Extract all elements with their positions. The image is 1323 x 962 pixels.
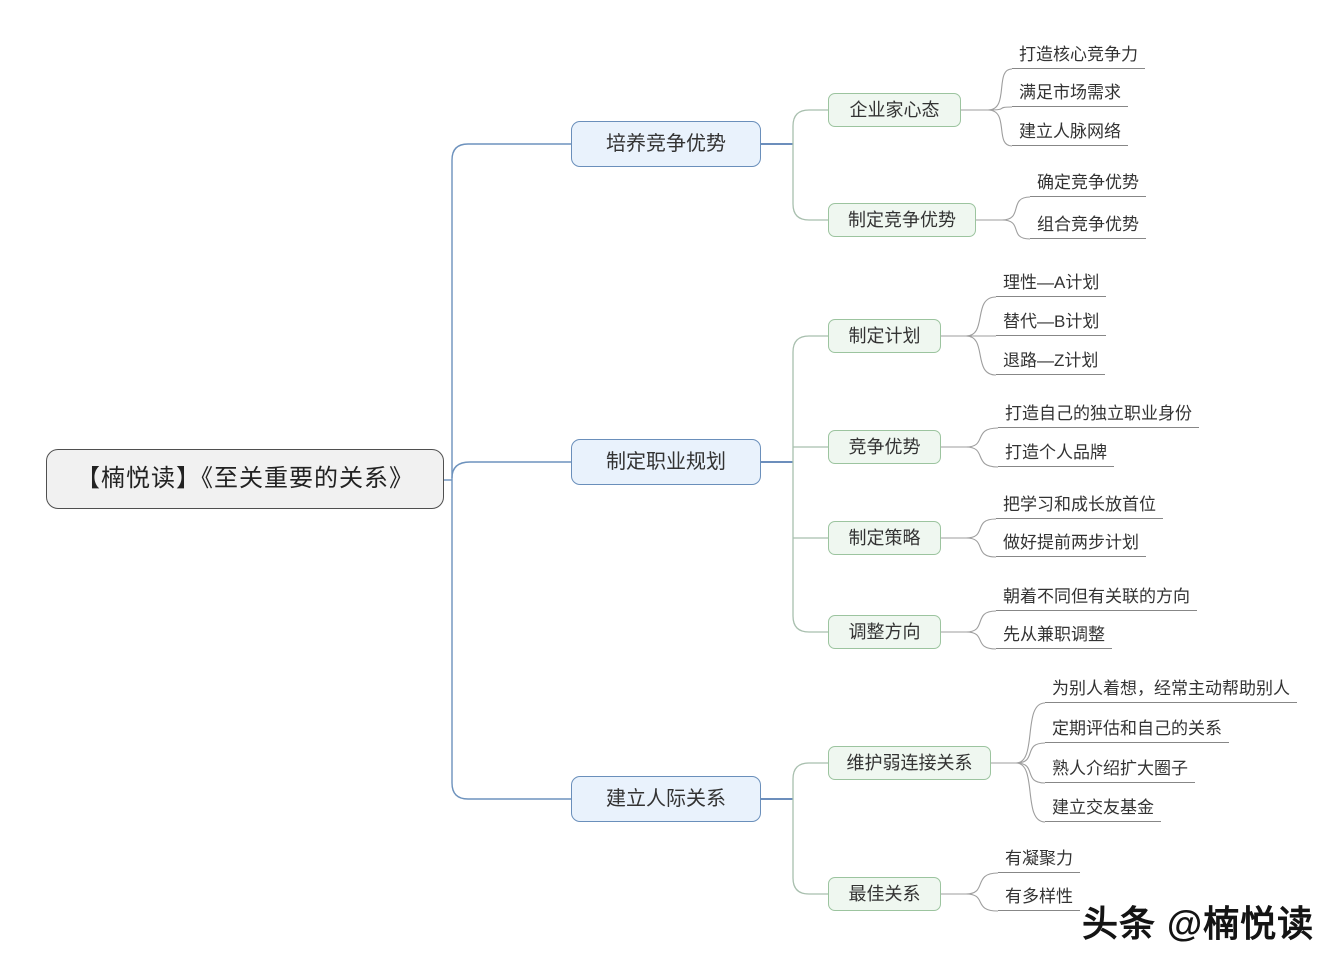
main-topic-stubs [761,143,793,800]
leaf-topic[interactable]: 建立人脉网络 [1012,121,1128,146]
leaf-topic[interactable]: 有多样性 [998,886,1080,911]
sub-topic-entrepreneur-mindset[interactable]: 企业家心态 [828,93,961,127]
sub-topic-make-plan[interactable]: 制定计划 [828,319,941,353]
level3-connectors [941,68,1046,912]
leaf-topic[interactable]: 替代—B计划 [996,311,1107,336]
leaf-topic[interactable]: 组合竞争优势 [1030,214,1146,239]
leaf-topic[interactable]: 定期评估和自己的关系 [1045,718,1229,743]
leaf-topic[interactable]: 先从兼职调整 [996,624,1112,649]
main-topic-relationships[interactable]: 建立人际关系 [571,776,761,822]
leaf-topic[interactable]: 为别人着想，经常主动帮助别人 [1045,678,1297,703]
leaf-topic[interactable]: 做好提前两步计划 [996,532,1146,557]
leaf-topic[interactable]: 退路—Z计划 [996,350,1106,375]
main-topic-cultivate-advantage[interactable]: 培养竞争优势 [571,121,761,167]
leaf-topic[interactable]: 满足市场需求 [1012,82,1128,107]
sub-topic-weak-ties[interactable]: 维护弱连接关系 [828,746,991,780]
sub-topic-define-advantage[interactable]: 制定竞争优势 [828,203,976,237]
level1-connectors [443,143,571,800]
main-topic-career-plan[interactable]: 制定职业规划 [571,439,761,485]
level2-connectors [792,109,828,895]
toutiao-watermark: 头条 @楠悦读 [1082,903,1315,944]
leaf-topic[interactable]: 打造核心竞争力 [1012,44,1145,69]
leaf-topic[interactable]: 把学习和成长放首位 [996,494,1163,519]
sub-topic-adjust-direction[interactable]: 调整方向 [828,615,941,649]
leaf-topic[interactable]: 有凝聚力 [998,848,1080,873]
root-topic[interactable]: 【楠悦读】《至关重要的关系》 [46,449,444,509]
leaf-topic[interactable]: 熟人介绍扩大圈子 [1045,758,1195,783]
leaf-topic[interactable]: 确定竞争优势 [1030,172,1146,197]
leaf-topic[interactable]: 理性—A计划 [996,272,1107,297]
sub-topic-best-relationship[interactable]: 最佳关系 [828,877,941,911]
leaf-topic[interactable]: 打造个人品牌 [998,442,1114,467]
sub-topic-make-strategy[interactable]: 制定策略 [828,521,941,555]
leaf-topic[interactable]: 朝着不同但有关联的方向 [996,586,1197,611]
leaf-topic[interactable]: 打造自己的独立职业身份 [998,403,1199,428]
leaf-topic[interactable]: 建立交友基金 [1045,797,1161,822]
sub-topic-competitive-edge[interactable]: 竞争优势 [828,430,941,464]
